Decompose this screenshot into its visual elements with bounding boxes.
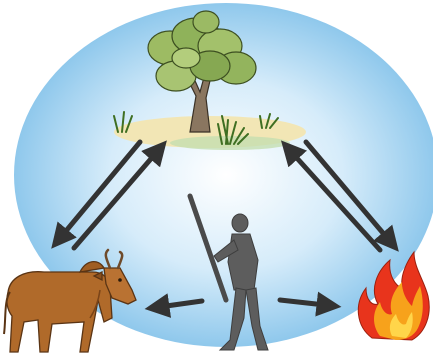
- herder-head: [232, 214, 248, 232]
- cattle-body: [7, 272, 112, 352]
